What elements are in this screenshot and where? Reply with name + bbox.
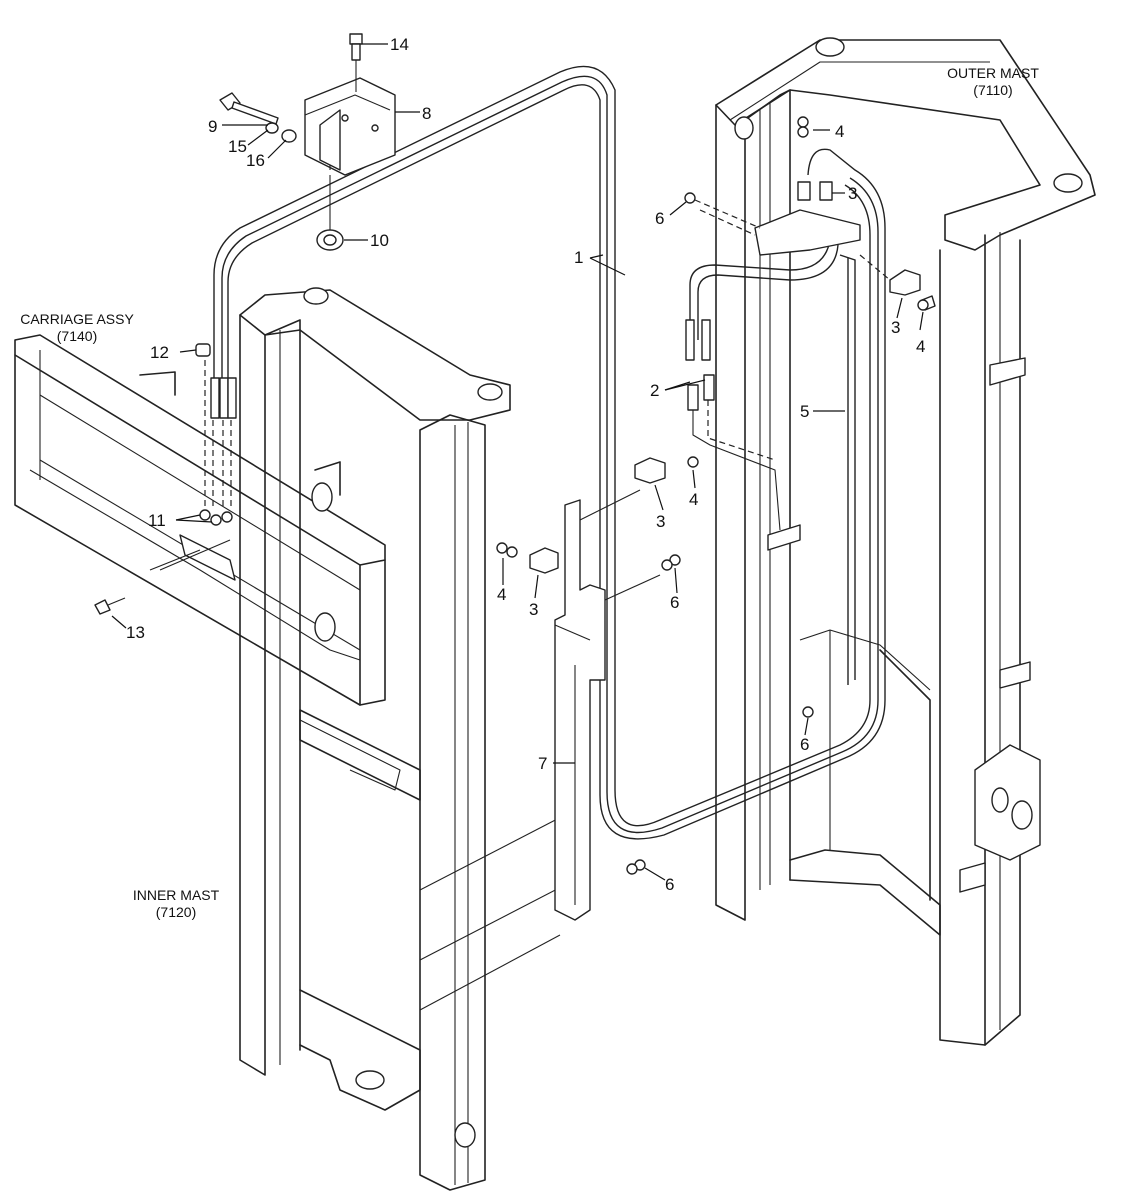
inner-mast-code: (7120) — [156, 904, 196, 920]
callout-15: 15 — [228, 137, 247, 156]
washer-16 — [281, 129, 297, 143]
callout-6-top: 6 — [655, 209, 664, 228]
bracket-8 — [304, 58, 396, 232]
outer-mast-code: (7110) — [973, 82, 1012, 98]
fittings-carriage — [94, 343, 237, 615]
callout-6-bottom: 6 — [665, 875, 674, 894]
callout-6-mid: 6 — [670, 593, 679, 612]
callout-5: 5 — [800, 402, 809, 421]
outer-mast-title: OUTER MAST — [947, 65, 1039, 81]
bushing-10 — [316, 229, 344, 251]
callout-13: 13 — [126, 623, 145, 642]
callout-4-top: 4 — [835, 122, 844, 141]
clamp-3-right — [859, 254, 936, 311]
bolts-4-6 — [496, 116, 929, 875]
callout-3-top: 3 — [848, 184, 857, 203]
callout-7: 7 — [538, 754, 547, 773]
callout-10: 10 — [370, 231, 389, 250]
washer-15 — [265, 122, 279, 134]
callout-3-right: 3 — [891, 318, 900, 337]
fittings-2 — [685, 319, 801, 551]
bolt-14 — [349, 33, 363, 61]
hose-5 — [689, 239, 856, 685]
clamp-3-top — [699, 181, 861, 256]
callout-11: 11 — [148, 511, 166, 530]
bracket-7 — [554, 489, 661, 921]
callout-4-right: 4 — [916, 337, 925, 356]
carriage-code: (7140) — [57, 328, 97, 344]
callout-3-left: 3 — [529, 600, 538, 619]
callout-4-mid: 4 — [689, 490, 698, 509]
callout-8: 8 — [422, 104, 431, 123]
carriage-title: CARRIAGE ASSY — [20, 311, 134, 327]
carriage-drawing — [14, 334, 386, 706]
inner-mast-drawing — [239, 287, 566, 1191]
callout-2: 2 — [650, 381, 659, 400]
callout-4-left: 4 — [497, 585, 506, 604]
inner-mast-title: INNER MAST — [133, 887, 220, 903]
clamp-3-mid — [529, 457, 666, 574]
callout-9: 9 — [208, 117, 217, 136]
callout-16: 16 — [246, 151, 265, 170]
callout-12: 12 — [150, 343, 169, 362]
leader-lines — [111, 43, 924, 881]
callout-1: 1 — [574, 248, 583, 267]
hose-1 — [213, 65, 886, 840]
bolt-9 — [219, 92, 279, 125]
callout-3-mid: 3 — [656, 512, 665, 531]
callout-14: 14 — [390, 35, 409, 54]
callout-6-low: 6 — [800, 735, 809, 754]
